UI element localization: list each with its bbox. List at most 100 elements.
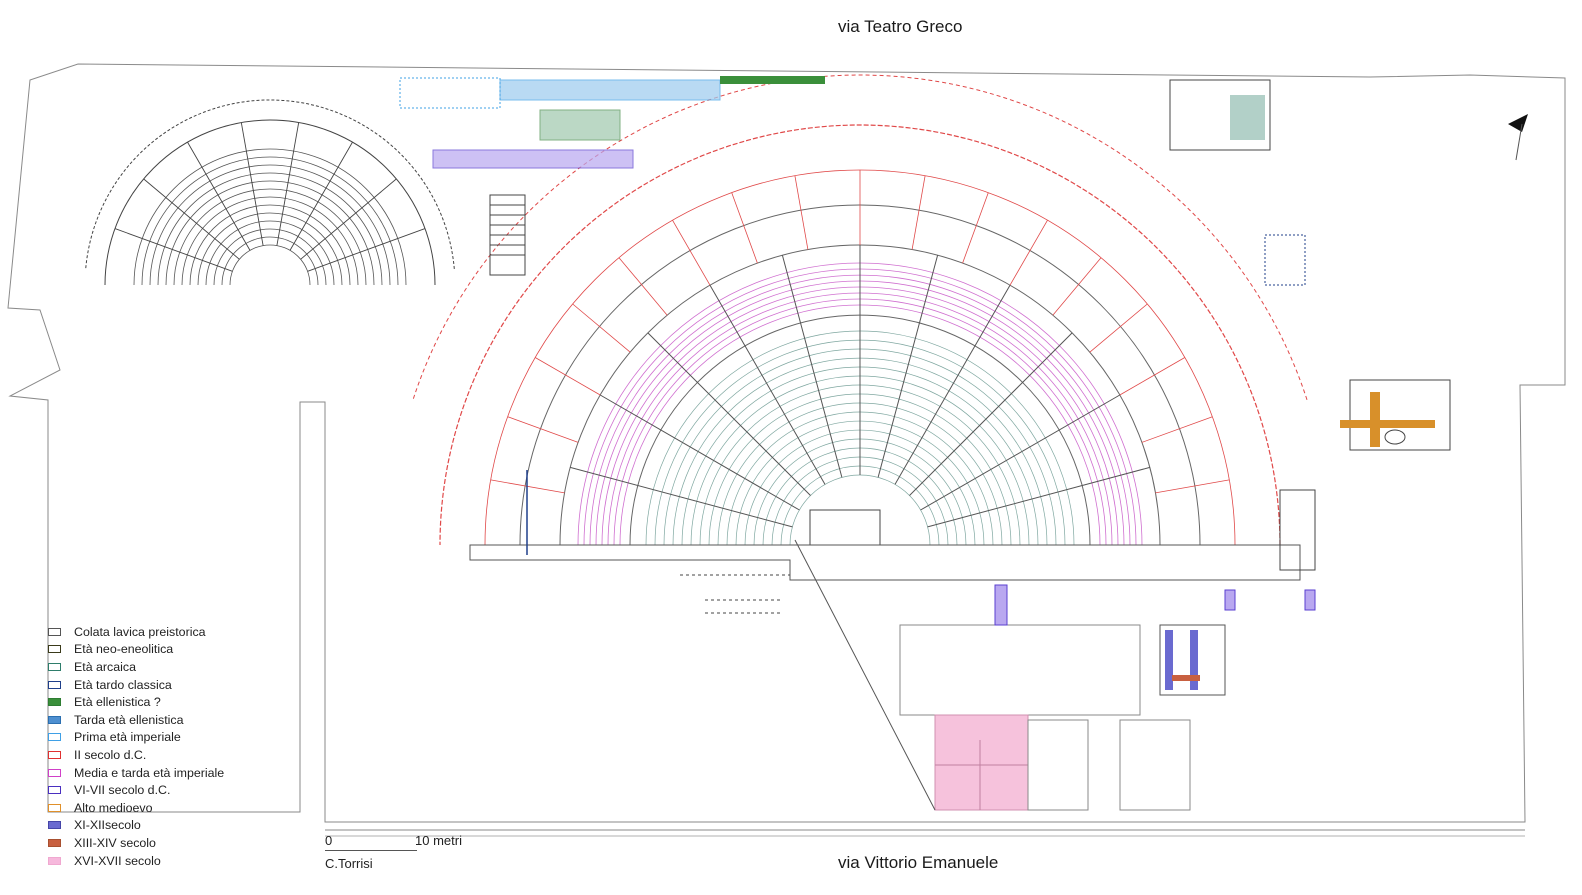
odeon-stair-line [300,178,397,260]
odeon-step-arc [165,180,375,286]
cavea-stair-line [570,466,793,528]
radial-wall-line [1089,303,1148,353]
cavea-stair-line [877,255,939,478]
odeon-step-arc [221,236,319,286]
legend-item: XVI-XVII secolo [48,852,224,870]
legend-label: Età tardo classica [74,677,172,692]
odeon-step-arc [229,244,311,286]
scaena-wall [469,544,1301,581]
main-theatre [412,74,1308,581]
radial-wall-line [731,192,758,264]
cavea-stair-line [927,466,1150,528]
east-structures [1264,234,1451,571]
legend-label: II secolo d.C. [74,747,147,762]
odeon-step-arc [189,204,351,286]
cavea-stair-line [894,284,1011,485]
legend-swatch [48,803,61,812]
legend-item: Età arcaica [48,658,224,676]
legend-item: Tarda età ellenistica [48,711,224,729]
odeon-stair-line [276,122,300,246]
cavea-stair-line [709,284,826,485]
odeon-outer-arc [104,119,436,286]
scale-bar [325,850,417,851]
radial-wall-line [1155,479,1230,494]
legend-label: Età neo-eneolitica [74,642,174,657]
legend-item: Età tardo classica [48,676,224,694]
legend-swatch [48,821,61,830]
radial-wall-line [535,357,601,396]
odeon-step-arc [205,220,335,286]
south-street-label: via Vittorio Emanuele [838,853,999,872]
radial-wall-line [672,220,711,286]
odeon-step-arc [149,164,391,286]
legend-item: Media e tarda età imperiale [48,764,224,782]
legend-item: II secolo d.C. [48,746,224,764]
radial-wall-line [962,192,989,264]
legend-swatch [48,856,61,865]
legend-label: Prima età imperiale [74,730,181,745]
radial-wall-line [1119,357,1185,396]
odeon-stair-line [143,178,240,260]
north-excavation-strip [399,76,1271,276]
odeon-stair-line [187,141,251,251]
north-arrow-icon [1508,114,1528,161]
legend-label: Media e tarda età imperiale [74,765,225,780]
odeon-step-arc [173,188,367,286]
legend-label: Età arcaica [74,659,136,674]
scale-bar-block: 0 10 metri C.Torrisi [323,830,483,880]
cavea-stair-line [909,332,1073,496]
external-wall-arc [412,74,1308,400]
legend-swatch [48,698,61,707]
legend-item: Alto medioevo [48,799,224,817]
odeon-step-arc [141,156,399,286]
legend-label: Alto medioevo [74,800,153,815]
legend-swatch [48,768,61,777]
cavea-stair-line [781,255,843,478]
south-rooms [526,470,1316,811]
author-credit: C.Torrisi [325,856,373,871]
radial-wall-line [1052,257,1102,316]
orchestra-structure [809,509,881,546]
outer-wall-arc [439,124,1281,546]
radial-wall-line [1141,416,1213,443]
legend-swatch [48,662,61,671]
cavea-stair-line [920,394,1121,511]
legend-swatch [48,645,61,654]
legend-swatch [48,750,61,759]
odeon-step-arc [157,172,383,286]
cavea-stair-line [599,394,800,511]
north-street-label: via Teatro Greco [838,17,963,36]
radial-wall-line [794,175,809,250]
odeon-stair-line [240,122,264,246]
legend-swatch [48,627,61,636]
odeon-step-arc [133,148,407,286]
radial-wall-line [618,257,668,316]
radial-wall-line [572,303,631,353]
cavea-step-arc [780,465,940,546]
radial-wall-line [911,175,926,250]
legend-item: Età ellenistica ? [48,693,224,711]
scale-start-label: 0 [325,833,333,848]
legend-label: Tarda età ellenistica [74,712,184,727]
legend-label: Età ellenistica ? [74,695,161,710]
legend-swatch [48,838,61,847]
legend-label: XI-XIIsecolo [74,818,141,833]
odeon-stair-line [114,228,233,272]
legend-swatch [48,733,61,742]
legend-label: VI-VII secolo d.C. [74,783,171,798]
odeon-stair-line [307,228,426,272]
radial-wall-line [507,416,579,443]
legend-swatch [48,680,61,689]
odeon-theatre [85,99,455,286]
odeon-step-arc [181,196,359,286]
site-boundary [7,63,1566,823]
legend-item: VI-VII secolo d.C. [48,781,224,799]
legend-swatch [48,786,61,795]
cavea-stair-line [647,332,811,496]
legend-swatch [48,715,61,724]
legend-item: Prima età imperiale [48,729,224,747]
legend-item: XI-XIIsecolo [48,817,224,835]
radial-wall-line [1009,220,1048,286]
legend-label: XIII-XIV secolo [74,835,156,850]
